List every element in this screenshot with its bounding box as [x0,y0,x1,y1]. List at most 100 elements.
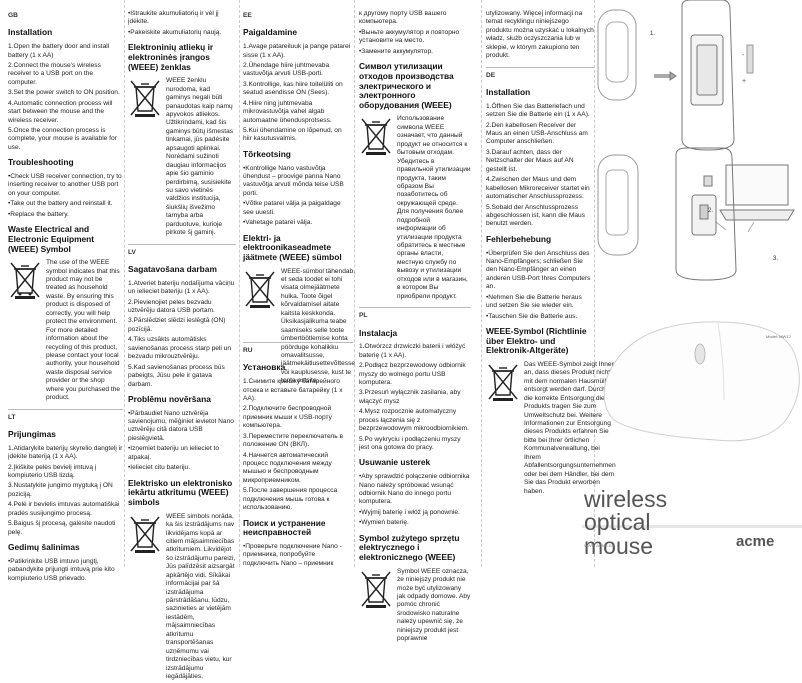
column-divider [481,0,482,567]
weee-bin-icon [8,259,42,402]
divider [486,66,594,68]
install-step: 4.Pelė ir bevielis imtuvas automatiškai … [8,501,120,517]
section-heading: Elektroninių atliekų ir elektroninės įra… [128,42,214,72]
install-step: 4.Tiks uzsākts automātisks savienošanas … [128,336,231,361]
install-step: 2.Ühendage hiire juhtmevaba vastuvõtja a… [243,61,330,78]
product-title: wireless optical mouse [584,486,668,559]
weee-text: Symbol WEEE oznacza, że niniejszy produk… [397,567,471,643]
divider [8,408,123,410]
weee-block: WEEE-sümbol tähendab, et seda toodet ei … [243,268,355,386]
trouble-item: •Выньте аккумулятор и повторно установит… [359,28,460,45]
install-step: 1.Atidarykite baterijų skyrelio dangtelį… [8,444,123,461]
section-heading: Elektri- ja elektroonikaseadmete jäätmet… [243,232,342,262]
install-step: 4.Mysz rozpocznie automatyczny proces łą… [359,408,469,433]
brand-site: WWW.ACME.EU [584,543,615,548]
column-divider [239,0,240,567]
language-code: EE [243,12,252,19]
trouble-item: •Take out the battery and reinstall it. [8,200,113,208]
install-step: 5.Baigus šį procesą, galėsite naudoti pe… [8,520,116,536]
trouble-item: •Aby sprawdzić połączenie odbiornika Nan… [359,473,470,506]
weee-bin-icon [486,361,520,496]
trouble-item: •Võtke patarei välja ja paigaldage see u… [243,200,341,216]
trouble-item: •Pakeiskite akumuliatorių naują. [128,28,222,36]
install-step: 2.Den kabellosen Receiver der Maus an ei… [486,121,588,146]
weee-bin-icon [128,77,162,237]
weee-bin-icon [243,268,277,386]
section-heading: Instalacja [359,327,398,338]
section-heading: Troubleshooting [8,157,74,168]
weee-block: WEEE simbols norāda, ka šis izstrādājums… [128,513,236,682]
illustration-panel: + - 1. 2. 3. [596,0,802,567]
weee-text: The use of the WEEE symbol indicates tha… [46,259,121,402]
trouble-item: •Kontrollige Nano vastuvõtja ühendust – … [243,164,344,197]
divider [359,307,471,309]
column-ee: EE Paigaldamine 1.Avage patareiluuk ja p… [243,10,355,388]
section-heading: WEEE-Symbol (Richtlinie über Elektro- un… [486,326,587,356]
trouble-item: •Wyjmij baterię i włóż ją ponownie. [359,508,460,516]
install-step: 3.Переместите переключатель в положение … [243,432,344,449]
trouble-item: •Ielieciet citu bateriju. [128,464,191,472]
column-ru-pl: к другому порту USB вашего компьютера. •… [359,10,471,646]
brand-logo: acme [736,533,775,550]
language-code: LV [128,248,136,256]
section-heading: Usuwanie usterek [359,457,431,468]
section-heading: Fehlerbehebung [486,233,552,244]
trouble-item: •Замените аккумулятор. [359,47,433,55]
weee-block: WEEE ženklu nurodoma, kad gaminys negali… [128,77,236,237]
install-step: 3.Darauf achten, dass der Netzschalter d… [486,148,574,173]
section-heading: Installation [8,27,53,38]
column-lt-lv: •Ištraukite akumuliatorių ir vėl jį įdėk… [128,10,236,683]
bottom-strip [582,525,802,528]
column-gb-lt: GB Installation 1.Open the battery door … [8,10,123,585]
install-step: 1.Снимите крышку батарейного отсека и вс… [243,378,343,402]
step-number: 3. [773,256,778,262]
install-step: 2.Подключите беспроводной приемник мыши … [243,405,332,430]
section-heading: Problēmu novēršana [128,393,211,404]
weee-text: WEEE ženklu nurodoma, kad gaminys negali… [166,77,234,237]
section-heading: Elektrisko un elektronisko iekārtu atkri… [128,477,233,507]
section-heading: Paigaldamine [243,27,297,38]
column-divider [354,0,355,567]
model-label: Model: MW12 [766,334,791,339]
install-step: 4.Automatic connection process will star… [8,99,113,124]
weee-bin-icon [359,568,393,644]
install-step: 1.Öffnen Sie das Batteriefach und setzen… [486,102,590,119]
trouble-item: •Ištraukite akumuliatorių ir vėl jį įdėk… [128,10,219,26]
install-step: 5.Kad savienošanas process būs pabeigts,… [128,363,225,388]
trouble-item: •Wymień baterię. [359,519,409,527]
section-heading: Поиск и устранение неисправностей [243,517,326,538]
install-step: 2.Podłącz bezprzewodowy odbiornik myszy … [359,362,466,386]
section-heading: Установка [243,362,286,373]
trouble-item: к другому порту USB вашего компьютера. [359,10,447,26]
weee-text-cont: utylizowany. Więcej informacji na temat … [486,10,594,60]
install-step: 4.Начнется автоматический процесс подклю… [243,451,332,484]
weee-block: Das WEEE-Symbol zeigt Ihnen an, dass die… [486,361,616,496]
weee-text: WEEE simbols norāda, ka šis izstrādājums… [166,512,236,680]
weee-text: WEEE-sümbol tähendab, et seda toodet ei … [281,267,356,385]
language-code: LT [8,413,16,421]
trouble-item: •Проверьте подключение Nano - приемника,… [243,542,342,567]
step-number: 2. [708,208,713,214]
language-code: RU [243,347,253,354]
section-heading: Символ утилизации отходов производства э… [359,61,454,110]
svg-text:+: + [742,78,746,85]
install-step: 4.Zwischen der Maus und dem kabellosen M… [486,176,590,201]
mouse-illustration: + - 1. 2. 3. [597,0,800,442]
column-pl-de: utylizowany. Więcej informacji na temat … [486,10,616,498]
section-heading: Symbol zużytego sprzętu elektrycznego i … [359,532,460,563]
trouble-item: •Pārbaudiet Nano uztvērēja savienojumu, … [128,409,234,442]
weee-text: Использование символа WEEE означает, что… [397,115,471,300]
column-divider [594,0,595,567]
trouble-item: •Überprüfen Sie den Anschluss des Nano-E… [486,249,591,291]
section-heading: Gedimų šalinimas [8,542,80,553]
install-step: 3.Nustatykite jungimo mygtuką į ON pozic… [8,482,113,498]
divider [128,243,236,245]
trouble-item: •Vahetage patarei välja. [243,219,313,227]
trouble-item: •Check USB receiver connection, try to i… [8,173,122,197]
install-step: 5.Po wykryciu i podłączeniu myszy jest o… [359,435,461,451]
trouble-item: •Nehmen Sie die Batterie heraus und setz… [486,293,582,310]
column-divider [124,0,125,567]
install-step: 3.Kontrollige, kas hiire toitelüliti on … [243,80,343,97]
weee-block: Symbol WEEE oznacza, że niniejszy produk… [359,568,471,644]
weee-block: Использование символа WEEE означает, что… [359,115,471,301]
